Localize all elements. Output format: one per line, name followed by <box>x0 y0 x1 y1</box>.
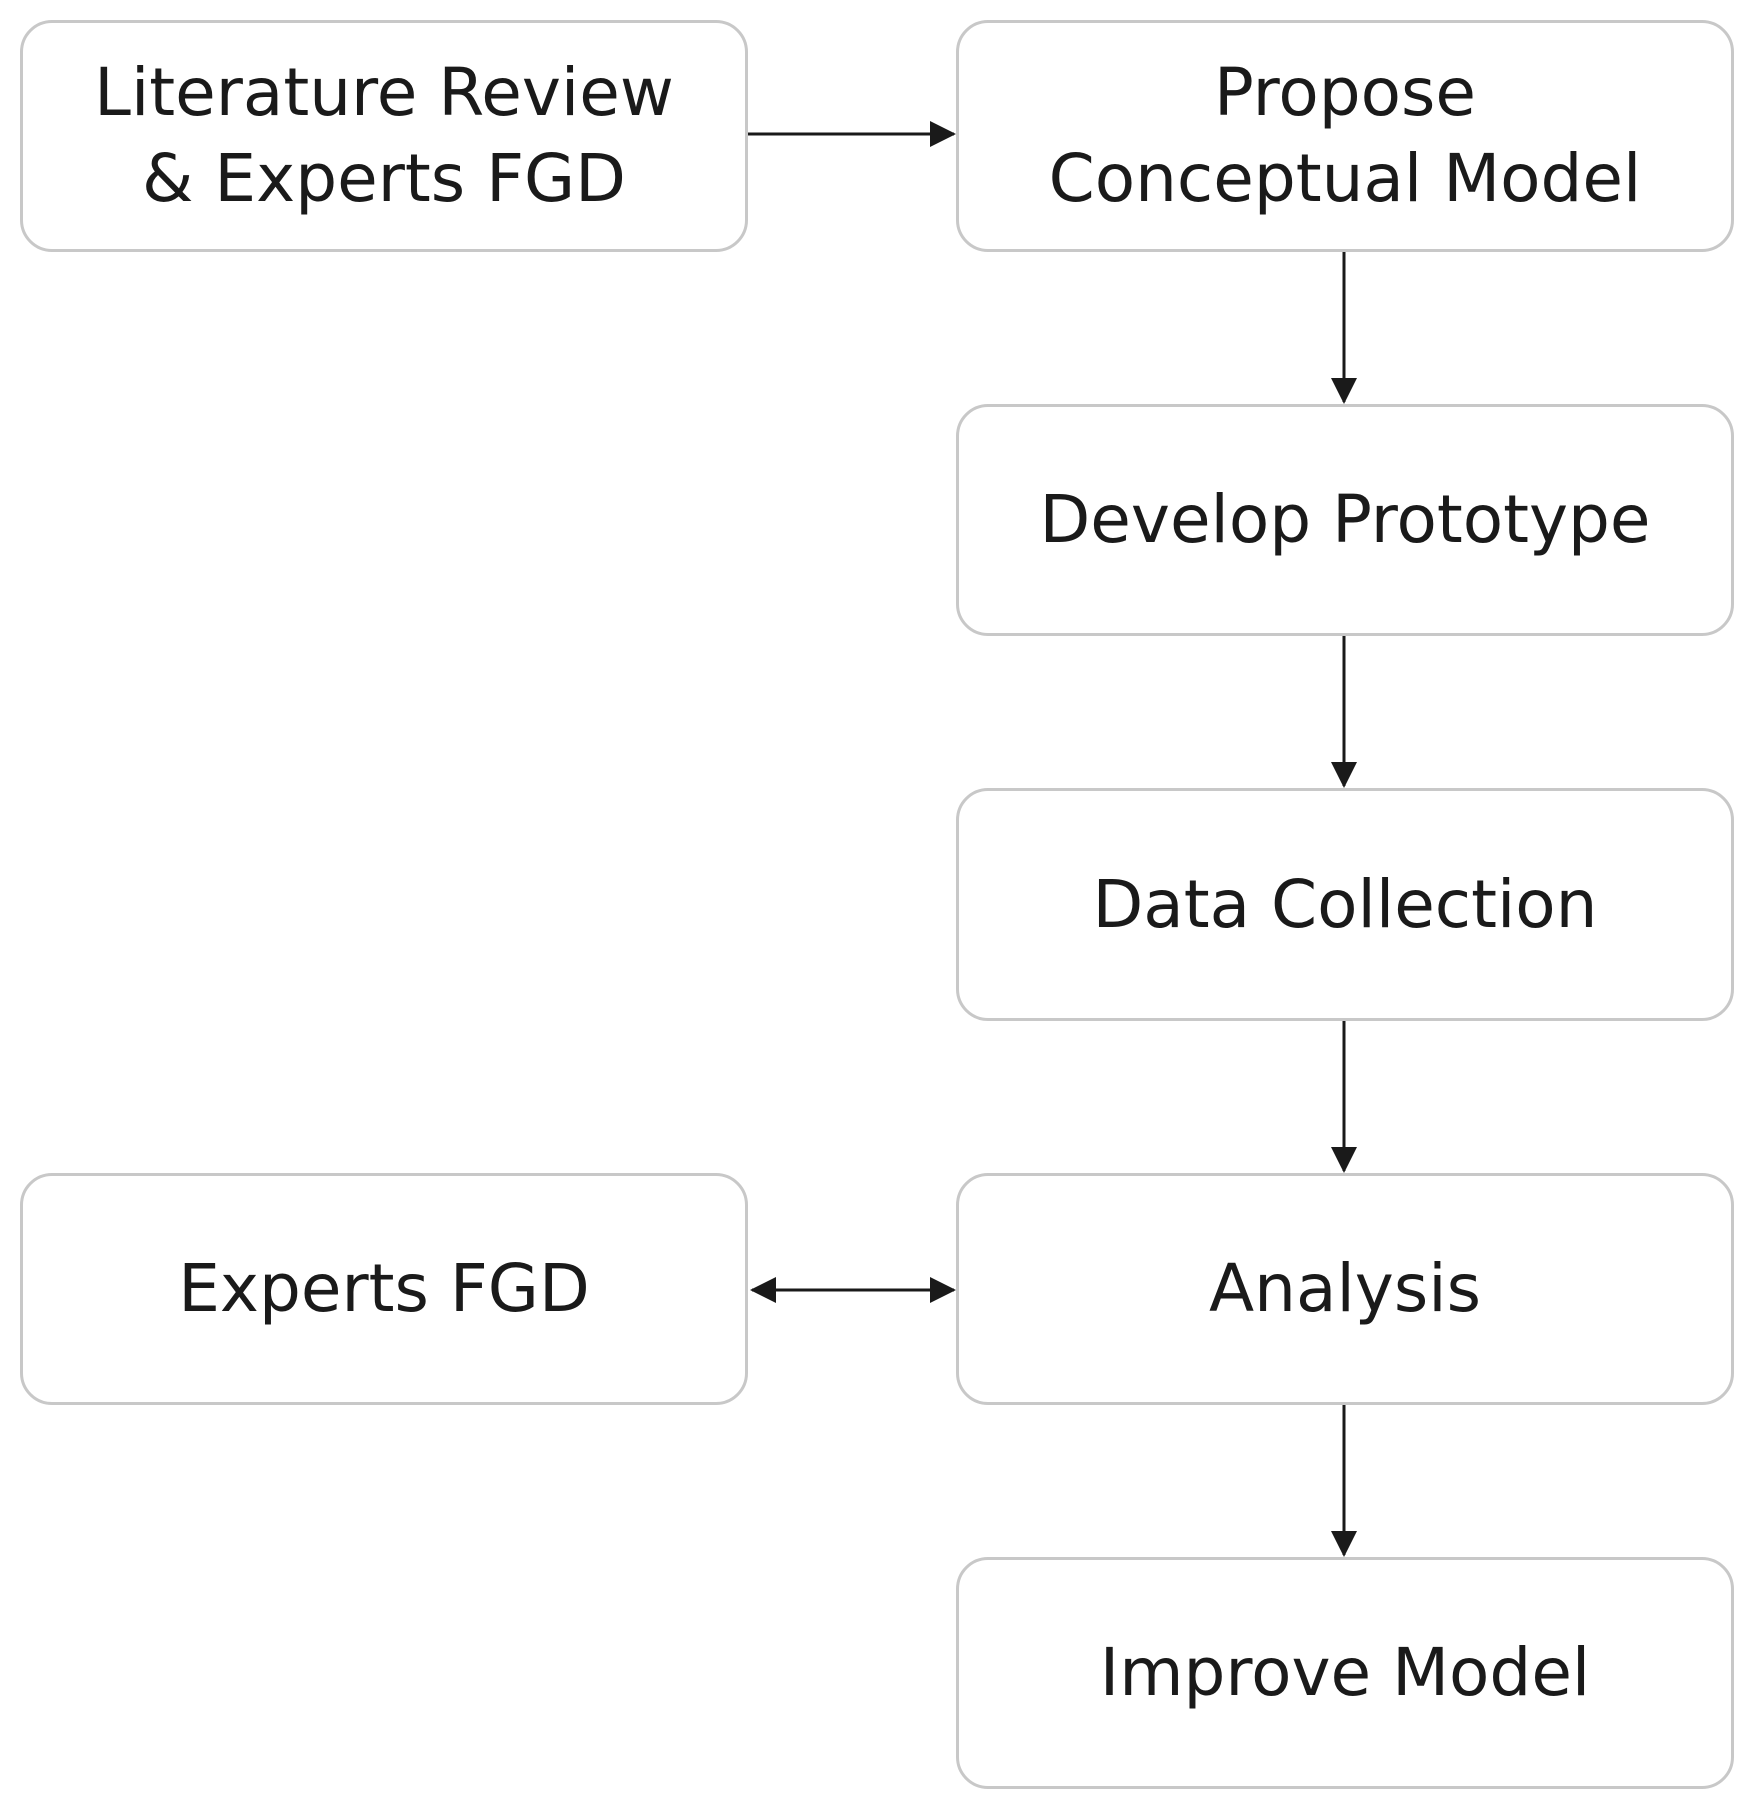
node-data-collection: Data Collection <box>956 788 1734 1021</box>
node-literature-review-line-1: Literature Review <box>94 54 674 132</box>
node-improve-model-label: Improve Model <box>1099 1634 1591 1712</box>
node-develop-prototype-label: Develop Prototype <box>1039 481 1651 559</box>
node-literature-review: Literature Review & Experts FGD <box>20 20 748 252</box>
node-analysis: Analysis <box>956 1173 1734 1405</box>
node-develop-prototype: Develop Prototype <box>956 404 1734 636</box>
node-experts-fgd-label: Experts FGD <box>178 1250 590 1328</box>
node-experts-fgd: Experts FGD <box>20 1173 748 1405</box>
node-propose-line-2: Conceptual Model <box>1048 140 1642 217</box>
node-literature-review-line-2: & Experts FGD <box>141 140 626 217</box>
node-propose-conceptual-model: Propose Conceptual Model <box>956 20 1734 252</box>
node-analysis-label: Analysis <box>1209 1250 1481 1328</box>
node-improve-model: Improve Model <box>956 1557 1734 1789</box>
node-data-collection-label: Data Collection <box>1092 865 1598 943</box>
node-propose-line-1: Propose <box>1214 54 1476 132</box>
